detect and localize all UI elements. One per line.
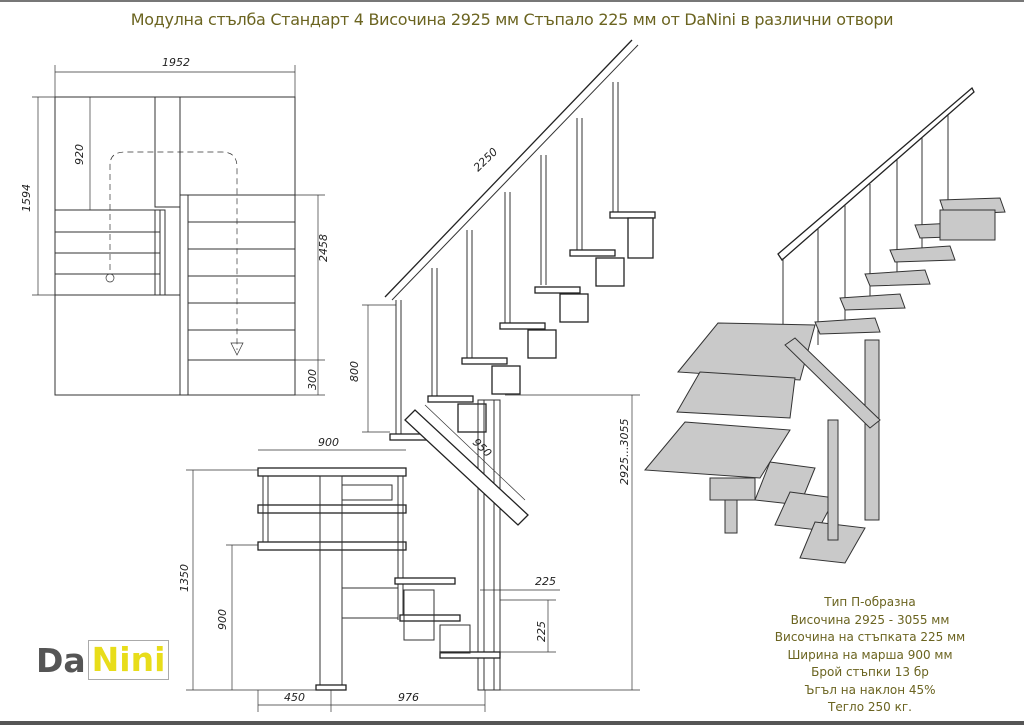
dim-800: 800 [348,361,361,382]
dim-976: 976 [398,691,419,704]
top-border [0,0,1024,2]
dim-2250: 2250 [471,145,500,174]
dim-225-rise: 225 [535,621,548,642]
spec-flight-width: Ширина на марша 900 мм [787,647,953,662]
dim-920: 920 [73,144,86,165]
specifications-list: Тип П-образна Височина 2925 - 3055 мм Ви… [760,594,980,717]
dim-300: 300 [306,369,319,390]
side-elevation: 800 2250 950 2925...3055 [348,39,656,691]
isometric-view [643,86,1006,564]
logo-part-da: Da [36,640,86,680]
dim-total-height: 2925...3055 [618,419,631,485]
dim-950: 950 [470,436,494,460]
drawing-title: Модулна стълба Стандарт 4 Височина 2925 … [130,10,894,29]
spec-weight: Тегло 250 кг. [828,700,912,714]
dim-900-height: 900 [216,609,229,630]
danini-logo: Da Nini [36,640,170,680]
bottom-border [0,721,1024,725]
logo-part-nini: Nini [87,640,170,680]
dim-1350: 1350 [178,564,191,592]
spec-height: Височина 2925 - 3055 мм [790,612,950,627]
dim-450: 450 [284,691,305,704]
dim-900-width: 900 [318,436,339,449]
front-elevation: 900 1350 900 450 976 225 225 [178,436,560,712]
spec-angle: Ъгъл на наклон 45% [804,682,936,697]
spec-step-count: Брой стъпки 13 бр [811,665,929,679]
spec-type: Тип П-образна [824,595,916,609]
plan-view: 1952 1594 920 2458 300 [20,56,330,396]
spec-step-height: Височина на стъпката 225 мм [774,630,966,644]
dim-225-depth: 225 [535,575,556,588]
dim-2458: 2458 [317,234,330,262]
dim-1594: 1594 [20,184,33,212]
dim-1952: 1952 [162,56,190,69]
